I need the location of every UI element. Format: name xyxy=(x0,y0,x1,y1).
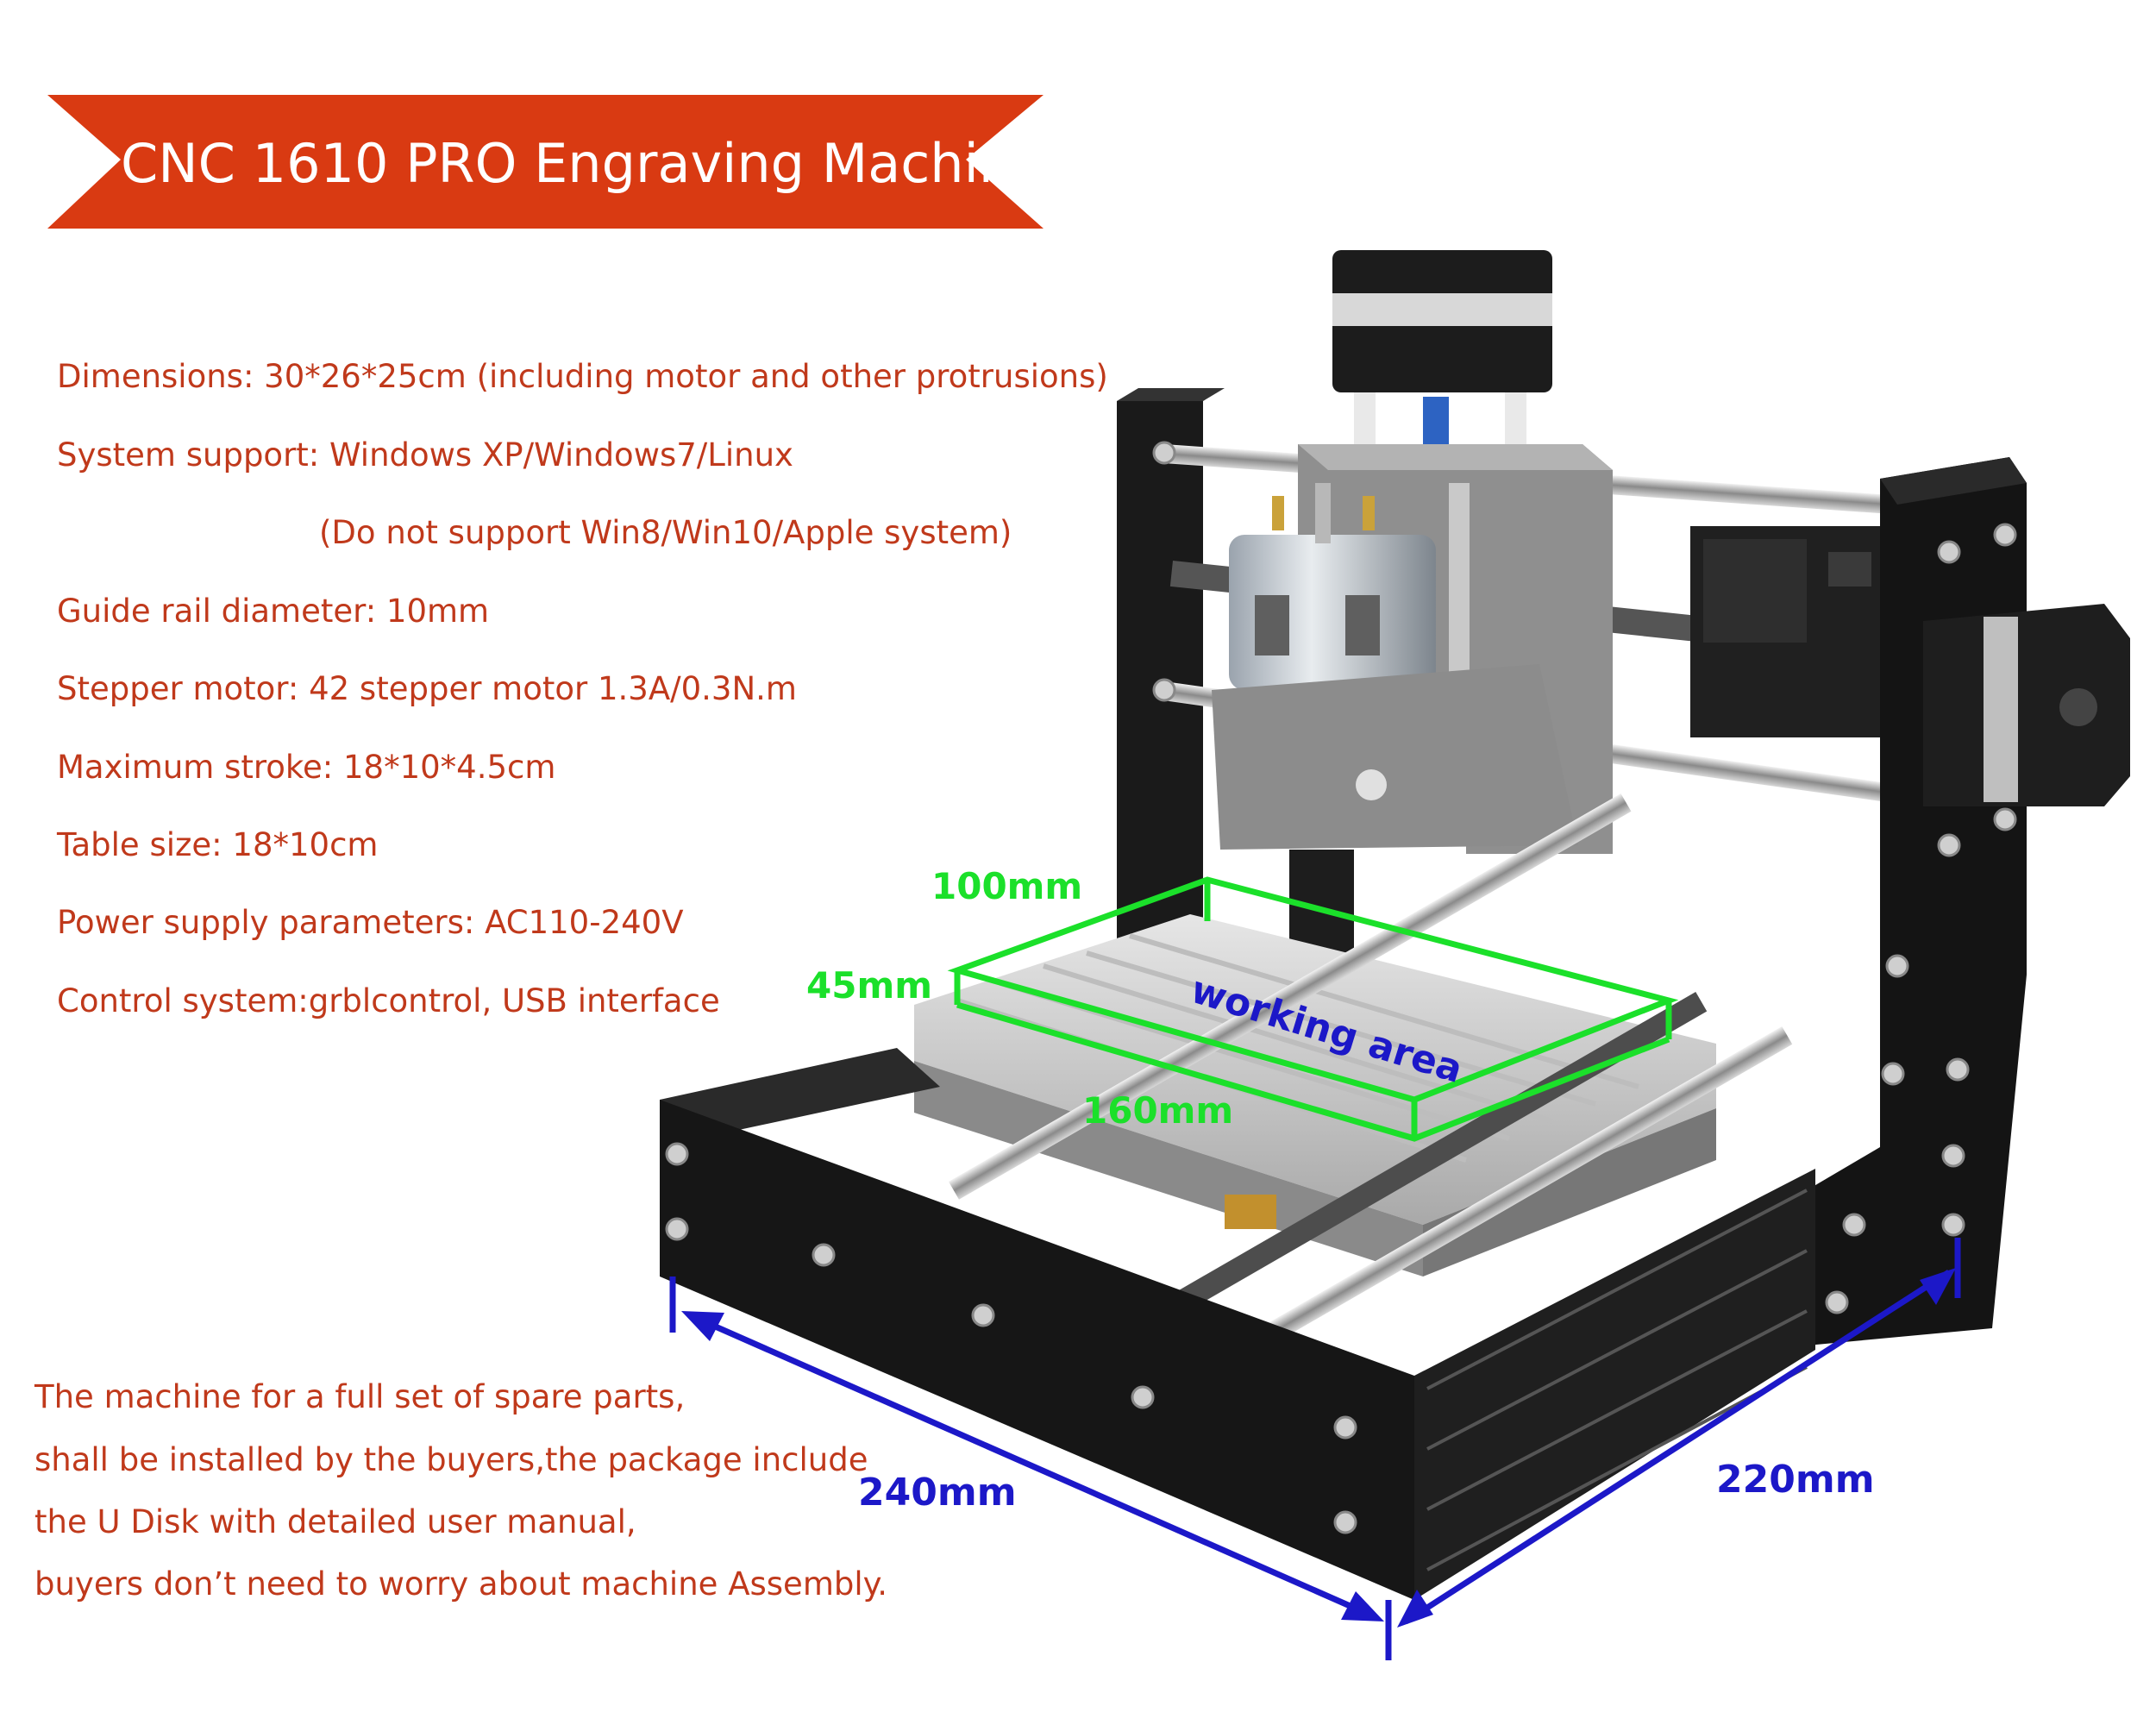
note-line-2: shall be installed by the buyers,the pac… xyxy=(34,1441,868,1478)
working-area-box xyxy=(947,876,1679,1142)
spec-control-system: Control system:grblcontrol, USB interfac… xyxy=(57,982,720,1019)
spec-guide-rail: Guide rail diameter: 10mm xyxy=(57,593,490,630)
control-board xyxy=(1690,526,1897,737)
note-line-1: The machine for a full set of spare part… xyxy=(34,1378,686,1415)
work-z-dimension-label: 45mm xyxy=(806,964,932,1007)
base-frame xyxy=(660,1048,1815,1600)
z-stepper-motor xyxy=(1332,250,1552,457)
spec-table-size: Table size: 18*10cm xyxy=(57,826,379,863)
frame-screws xyxy=(665,441,2017,1534)
spec-system-support: System support: Windows XP/Windows7/Linu… xyxy=(57,436,793,474)
base-rails xyxy=(949,794,1793,1346)
y-stepper-motor xyxy=(1923,604,2130,806)
spec-stepper-motor: Stepper motor: 42 stepper motor 1.3A/0.3… xyxy=(57,670,797,707)
width-dimension-label: 240mm xyxy=(858,1471,1017,1515)
work-y-dimension-label: 100mm xyxy=(931,865,1083,907)
spec-power-supply: Power supply parameters: AC110-240V xyxy=(57,904,684,941)
gantry-left-plate xyxy=(1117,388,1225,957)
page-title: CNC 1610 PRO Engraving Machine xyxy=(121,132,1046,195)
work-x-dimension-label: 160mm xyxy=(1082,1089,1234,1132)
dimension-lines xyxy=(669,1238,1961,1660)
note-line-4: buyers don’t need to worry about machine… xyxy=(34,1565,888,1603)
spec-max-stroke: Maximum stroke: 18*10*4.5cm xyxy=(57,749,556,786)
note-line-3: the U Disk with detailed user manual, xyxy=(34,1503,636,1540)
spec-dimensions: Dimensions: 30*26*25cm (including motor … xyxy=(57,358,1108,395)
spec-system-note: (Do not support Win8/Win10/Apple system) xyxy=(319,514,1012,551)
depth-dimension-label: 220mm xyxy=(1716,1458,1875,1502)
spindle-motor xyxy=(1229,483,1436,690)
